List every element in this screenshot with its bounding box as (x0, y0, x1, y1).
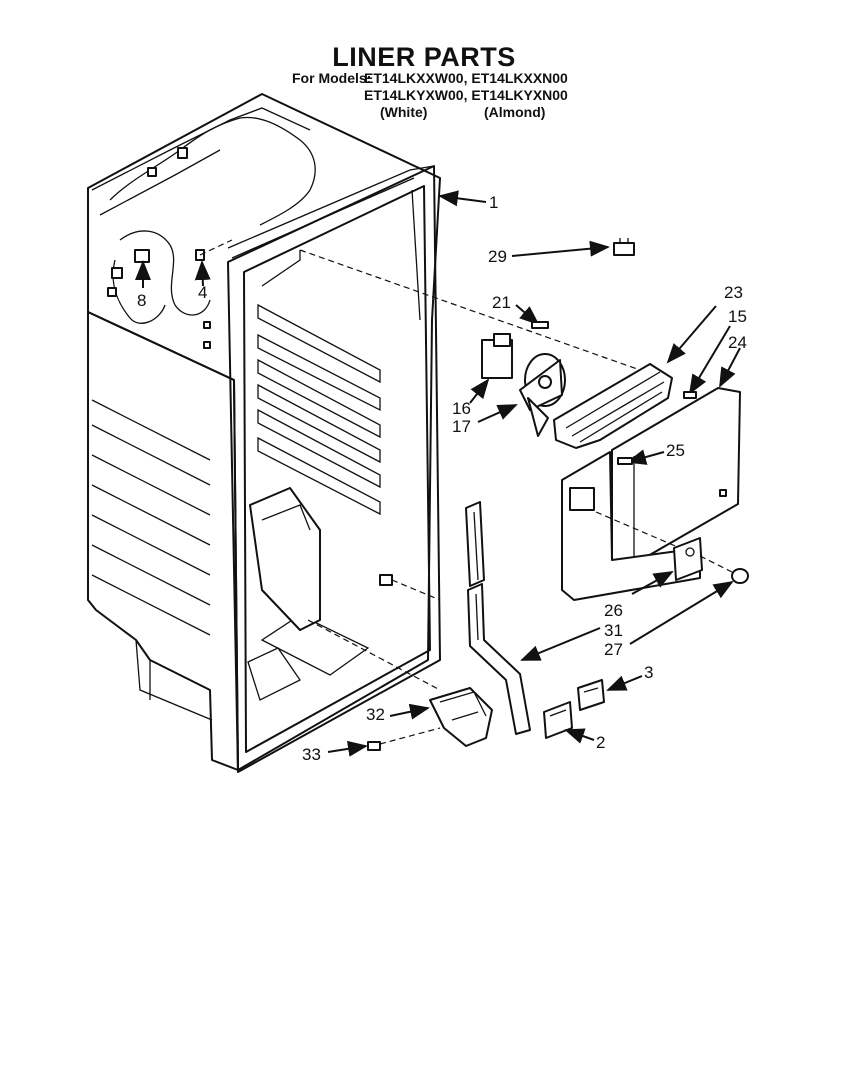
callout-32: 32 (366, 705, 385, 724)
callout-8: 8 (137, 291, 146, 310)
color-white-label: (White) (380, 104, 428, 120)
callout-16: 16 (452, 399, 471, 418)
page-title: LINER PARTS (332, 42, 516, 72)
models-line-2: ET14LKYXW00, ET14LKYXN00 (364, 87, 568, 103)
callout-31: 31 (604, 621, 623, 640)
fan-motor-assembly (481, 333, 566, 437)
callout-29: 29 (488, 247, 507, 266)
part-32-diffuser (429, 687, 493, 747)
callout-23: 23 (724, 283, 743, 302)
callout-27: 27 (604, 640, 623, 659)
part-29-clip (613, 238, 635, 256)
color-almond-label: (Almond) (484, 104, 546, 120)
callout-25: 25 (666, 441, 685, 460)
callout-3: 3 (644, 663, 653, 682)
callout-21: 21 (492, 293, 511, 312)
part-23-bracket (553, 363, 673, 449)
callout-2: 2 (596, 733, 605, 752)
callout-33: 33 (302, 745, 321, 764)
callout-17: 17 (452, 417, 471, 436)
models-label: For Models: (292, 70, 372, 86)
cabinet-liner (87, 93, 641, 773)
callout-26: 26 (604, 601, 623, 620)
callout-4: 4 (198, 283, 207, 302)
part-31-duct-gasket (465, 501, 531, 735)
callout-1: 1 (489, 193, 498, 212)
callout-24: 24 (728, 333, 747, 352)
callout-15: 15 (728, 307, 747, 326)
models-line-1: ET14LKXXW00, ET14LKXXN00 (364, 70, 568, 86)
